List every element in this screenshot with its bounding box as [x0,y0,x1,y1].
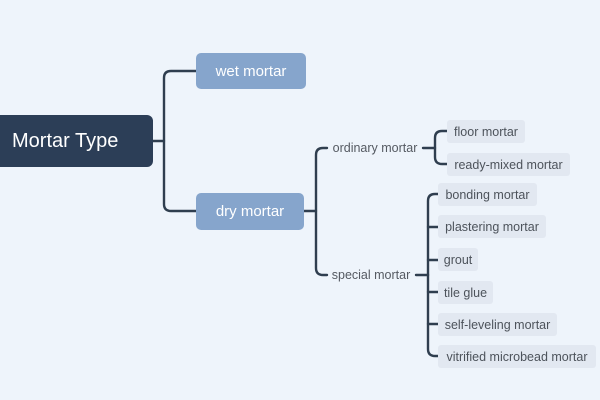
connector-dry-special [314,209,329,277]
leaf-node-bonding-mortar[interactable]: bonding mortar [438,183,537,206]
connector-special-bonding [426,192,440,277]
leaf-node-tile-glue[interactable]: tile glue [438,281,493,304]
root-node-mortar-type[interactable]: Mortar Type [0,115,153,167]
connector-dry-ordinary [302,146,329,213]
connector-special-vitrified [426,273,440,358]
branch-node-wet-mortar[interactable]: wet mortar [196,53,306,89]
connector-root-wet [151,69,198,143]
leaf-node-plastering-mortar[interactable]: plastering mortar [438,215,546,238]
subbranch-node-special-mortar[interactable]: special mortar [331,268,411,282]
leaf-node-self-leveling-mortar[interactable]: self-leveling mortar [438,313,557,336]
leaf-node-floor-mortar[interactable]: floor mortar [447,120,525,143]
connector-root-dry [162,139,198,213]
connector-ordinary-readymixed [433,146,449,166]
leaf-node-ready-mixed-mortar[interactable]: ready-mixed mortar [447,153,570,176]
branch-node-dry-mortar[interactable]: dry mortar [196,193,304,230]
leaf-node-grout[interactable]: grout [438,248,478,271]
connector-ordinary-floor [421,129,449,150]
subbranch-node-ordinary-mortar[interactable]: ordinary mortar [332,141,418,155]
leaf-node-vitrified-microbead-mortar[interactable]: vitrified microbead mortar [438,345,596,368]
